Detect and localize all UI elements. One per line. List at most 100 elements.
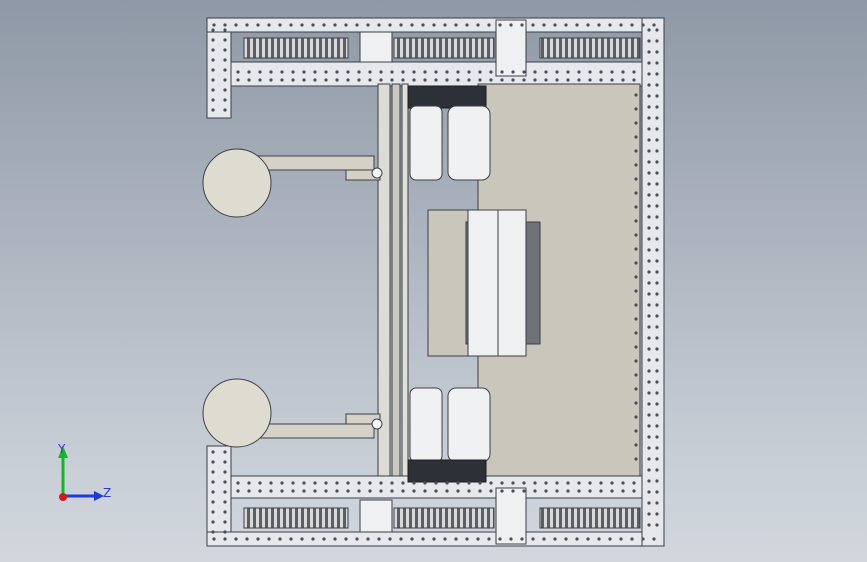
frame-hole xyxy=(412,78,416,82)
frame-hole xyxy=(223,500,227,504)
frame-hole xyxy=(269,489,273,493)
left-frame-lower xyxy=(206,445,232,547)
frame-hole xyxy=(211,460,215,464)
axis-triad[interactable] xyxy=(48,438,118,508)
frame-hole xyxy=(313,481,317,485)
frame-hole xyxy=(655,523,659,527)
frame-hole xyxy=(456,489,460,493)
frame-hole xyxy=(610,489,614,493)
frame-hole xyxy=(655,116,659,120)
frame-hole xyxy=(476,537,480,541)
frame-hole xyxy=(211,88,215,92)
motor-bottom-housing xyxy=(407,459,487,483)
frame-hole xyxy=(610,78,614,82)
frame-hole xyxy=(423,489,427,493)
frame-hole xyxy=(211,450,215,454)
frame-hole xyxy=(655,391,659,395)
frame-hole xyxy=(344,537,348,541)
y-axis-arrow xyxy=(58,446,68,458)
frame-hole xyxy=(456,78,460,82)
frame-hole xyxy=(280,70,284,74)
frame-hole xyxy=(566,489,570,493)
frame-hole xyxy=(344,23,348,27)
frame-hole xyxy=(533,70,537,74)
frame-hole xyxy=(655,171,659,175)
frame-hole xyxy=(511,489,515,493)
frame-hole xyxy=(610,70,614,74)
frame-hole xyxy=(280,489,284,493)
motor-bottom-left xyxy=(409,387,443,463)
gear-top-right xyxy=(539,37,641,59)
frame-hole xyxy=(566,481,570,485)
frame-hole xyxy=(655,270,659,274)
frame-hole xyxy=(655,72,659,76)
frame-hole xyxy=(647,501,651,505)
frame-hole xyxy=(655,435,659,439)
frame-hole xyxy=(655,457,659,461)
frame-hole xyxy=(401,70,405,74)
frame-hole xyxy=(300,23,304,27)
frame-hole xyxy=(577,481,581,485)
bracket-top-left xyxy=(359,31,393,63)
frame-hole xyxy=(223,68,227,72)
frame-hole xyxy=(647,50,651,54)
frame-hole xyxy=(647,446,651,450)
frame-hole xyxy=(211,520,215,524)
frame-hole xyxy=(599,481,603,485)
center-rail-inner xyxy=(391,83,401,477)
frame-hole xyxy=(223,537,227,541)
frame-hole xyxy=(647,369,651,373)
motor-top-left xyxy=(409,105,443,181)
frame-hole xyxy=(647,160,651,164)
frame-hole xyxy=(377,537,381,541)
frame-hole xyxy=(390,70,394,74)
gear-top-middle xyxy=(393,37,495,59)
frame-hole xyxy=(553,23,557,27)
frame-hole xyxy=(211,28,215,32)
frame-hole xyxy=(212,23,216,27)
frame-hole xyxy=(467,78,471,82)
frame-hole xyxy=(544,481,548,485)
frame-hole xyxy=(247,70,251,74)
frame-hole xyxy=(423,78,427,82)
frame-hole xyxy=(467,481,471,485)
frame-hole xyxy=(280,78,284,82)
frame-hole xyxy=(223,520,227,524)
frame-hole xyxy=(655,138,659,142)
frame-hole xyxy=(655,336,659,340)
frame-hole xyxy=(533,481,537,485)
frame-hole xyxy=(234,23,238,27)
frame-hole xyxy=(223,98,227,102)
frame-hole xyxy=(245,537,249,541)
frame-hole xyxy=(621,481,625,485)
frame-hole xyxy=(641,537,645,541)
frame-hole xyxy=(335,481,339,485)
arm-lower-link xyxy=(345,413,381,425)
y-axis-label: Y xyxy=(58,442,66,456)
frame-hole xyxy=(647,479,651,483)
frame-hole xyxy=(388,23,392,27)
frame-hole xyxy=(655,490,659,494)
frame-hole xyxy=(588,70,592,74)
frame-hole xyxy=(445,70,449,74)
frame-hole xyxy=(522,489,526,493)
frame-hole xyxy=(324,489,328,493)
frame-hole xyxy=(443,537,447,541)
frame-hole xyxy=(465,23,469,27)
frame-hole xyxy=(500,78,504,82)
frame-hole xyxy=(522,481,526,485)
frame-hole xyxy=(258,481,262,485)
frame-hole xyxy=(211,490,215,494)
bracket-bottom-right xyxy=(495,487,527,545)
frame-hole xyxy=(610,481,614,485)
arm-upper-pad xyxy=(202,148,272,218)
frame-hole xyxy=(655,215,659,219)
frame-hole xyxy=(555,78,559,82)
frame-hole xyxy=(634,261,638,265)
frame-hole xyxy=(531,23,535,27)
frame-hole xyxy=(234,537,238,541)
frame-hole xyxy=(634,93,638,97)
frame-hole xyxy=(544,70,548,74)
